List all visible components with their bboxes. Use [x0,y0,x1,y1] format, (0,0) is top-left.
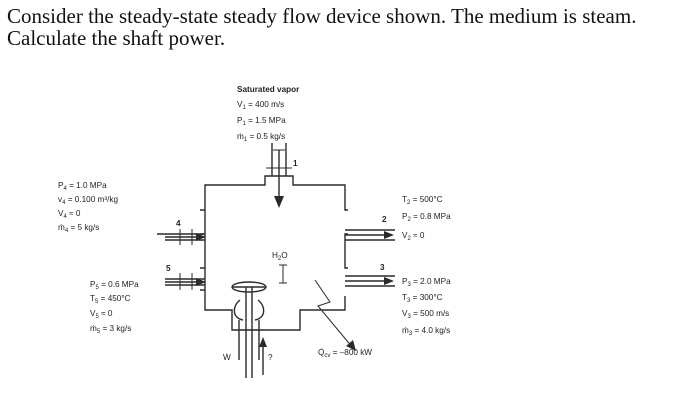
outlet-2-velocity: V2 ≈ 0 [402,231,425,242]
outlet-2-pressure: P2 = 0.8 MPa [402,212,451,223]
outlet-2-temperature: T2 = 500°C [402,195,443,206]
port-5-label: 5 [166,264,171,273]
heat-arrow-icon [314,279,356,351]
arrow-icon [274,196,284,208]
arrow-icon [196,278,206,286]
inlet-4-velocity: V4 ≈ 0 [58,209,81,220]
port-3-label: 3 [380,263,385,272]
medium-label: H2O [272,251,288,262]
inlet-5-pressure: P5 = 0.6 MPa [90,280,139,291]
inlet-1-velocity: V1 = 400 m/s [237,100,284,111]
outlet-pipe-3 [345,275,395,287]
inlet-pipe-4 [157,229,206,245]
inlet-5-massflow: ṁ5 = 3 kg/s [90,324,131,335]
outlet-3-temperature: T3 = 300°C [402,293,443,304]
inlet-1-massflow: ṁ1 = 0.5 kg/s [237,132,285,143]
inlet-4-pressure: P4 = 1.0 MPa [58,181,107,192]
shaft-icon [231,281,267,378]
question-line-2: Calculate the shaft power. [7,26,226,50]
arrow-icon [196,233,206,241]
work-arrow-icon [259,337,267,375]
port-2-label: 2 [382,215,387,224]
work-value: ? [268,353,273,362]
port-1-label: 1 [293,159,298,168]
inlet-4-specific-volume: v4 = 0.100 m³/kg [58,195,118,206]
outlet-3-pressure: P3 = 2.0 MPa [402,277,451,288]
inlet-pipe-5 [165,273,206,290]
arrow-icon [384,277,394,285]
inlet-pipe-1 [266,143,292,208]
inlet-5-velocity: V5 ≈ 0 [90,309,113,320]
device-body [200,175,348,331]
heat-label: Q̇cv = –800 kW [318,347,372,359]
outlet-3-massflow: ṁ3 = 4.0 kg/s [402,326,450,337]
outlet-3-velocity: V3 = 500 m/s [402,309,449,320]
port-4-label: 4 [176,219,181,228]
inlet-1-header: Saturated vapor [237,85,300,94]
arrow-icon [384,231,394,239]
inlet-1-pressure: P1 = 1.5 MPa [237,116,286,127]
inlet-5-temperature: T5 = 450°C [90,294,131,305]
outlet-pipe-2 [345,229,395,241]
question-line-1: Consider the steady-state steady flow de… [7,4,637,28]
work-symbol: Ẇ [223,352,231,362]
inlet-4-massflow: ṁ4 = 5 kg/s [58,223,99,234]
